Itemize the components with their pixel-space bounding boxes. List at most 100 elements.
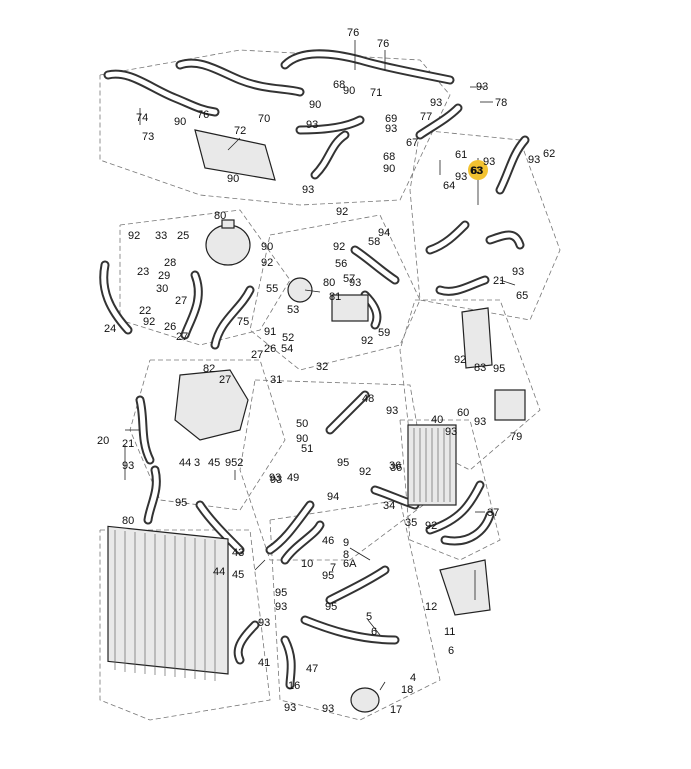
part-label: 93 xyxy=(306,119,318,131)
part-label: 23 xyxy=(137,266,149,278)
engine-block xyxy=(174,369,249,441)
coolant-flange xyxy=(494,389,526,421)
part-label: 9 xyxy=(343,537,349,549)
part-label: 93 xyxy=(385,123,397,135)
part-label: 50 xyxy=(296,418,308,430)
part-label: 77 xyxy=(420,111,432,123)
part-label: 92 xyxy=(333,241,345,253)
part-label: 76 xyxy=(347,27,359,39)
expansion-tank xyxy=(205,224,251,266)
part-label: 6 xyxy=(371,626,377,638)
part-label: 93 xyxy=(122,460,134,472)
part-label: 82 xyxy=(203,363,215,375)
part-label: 36 xyxy=(390,462,402,474)
part-label: 92 xyxy=(261,257,273,269)
part-label: 59 xyxy=(378,327,390,339)
thermostat-housing xyxy=(287,277,313,303)
part-label: 74 xyxy=(136,112,148,124)
part-label: 6A xyxy=(343,558,357,570)
part-label: 43 xyxy=(232,547,244,559)
part-label: 45 xyxy=(232,569,244,581)
part-label: 95 xyxy=(275,587,287,599)
part-label: 40 xyxy=(431,414,443,426)
part-label: 93 xyxy=(476,81,488,93)
part-label: 93 xyxy=(483,156,495,168)
part-label: 94 xyxy=(327,491,339,503)
part-label: 92 xyxy=(128,230,140,242)
part-label: 11 xyxy=(444,626,455,638)
part-label: 10 xyxy=(301,558,313,570)
part-label: 91 xyxy=(264,326,276,338)
part-label: 64 xyxy=(443,180,455,192)
part-label: 12 xyxy=(425,601,437,613)
part-label: 51 xyxy=(301,443,313,455)
part-label: 92 xyxy=(361,335,373,347)
part-label: 4 xyxy=(410,672,416,684)
part-label: 54 xyxy=(281,343,293,355)
part-label: 24 xyxy=(104,323,116,335)
part-label: 31 xyxy=(270,374,282,386)
highlight-circle xyxy=(468,160,488,180)
part-label: 27 xyxy=(219,374,231,386)
part-label: 3 xyxy=(194,457,200,469)
part-label: 26 xyxy=(164,321,176,333)
part-label: 92 xyxy=(454,354,466,366)
part-label: 72 xyxy=(234,125,246,137)
part-label: 93 xyxy=(322,703,334,715)
part-label: 33 xyxy=(155,230,167,242)
part-label: 44 xyxy=(179,457,191,469)
part-label: 36 xyxy=(389,460,401,472)
part-label: 76 xyxy=(197,109,209,121)
part-label: 95 xyxy=(325,601,337,613)
part-label: 93 xyxy=(445,426,457,438)
part-label: 80 xyxy=(323,277,335,289)
part-label: 93 xyxy=(275,601,287,613)
part-label: 41 xyxy=(258,657,270,669)
highlight-63: 63 xyxy=(468,160,488,180)
part-label: 80 xyxy=(214,210,226,222)
part-label: 16 xyxy=(288,680,300,692)
expansion-tank-cap xyxy=(221,219,235,229)
part-label: 32 xyxy=(316,361,328,373)
part-label: 6 xyxy=(448,645,454,657)
part-label: 60 xyxy=(457,407,469,419)
part-label: 25 xyxy=(177,230,189,242)
part-label: 28 xyxy=(164,257,176,269)
part-label: 78 xyxy=(495,97,507,109)
part-label: 93 xyxy=(302,184,314,196)
part-label: 93 xyxy=(349,277,361,289)
part-label: 81 xyxy=(329,291,341,303)
part-label: 49 xyxy=(287,472,299,484)
part-label: 5 xyxy=(366,611,372,623)
part-label: 68 xyxy=(333,79,345,91)
part-label: 90 xyxy=(296,433,308,445)
part-label: 93 xyxy=(270,474,282,486)
part-label: 92 xyxy=(425,520,437,532)
part-label: 93 xyxy=(512,266,524,278)
part-label: 76 xyxy=(377,38,389,50)
part-label: 90 xyxy=(343,85,355,97)
part-label: 21 xyxy=(493,275,505,287)
part-label: 93 xyxy=(430,97,442,109)
part-label: 8 xyxy=(343,549,349,561)
part-label: 53 xyxy=(287,304,299,316)
part-label: 29 xyxy=(158,270,170,282)
part-label: 71 xyxy=(370,87,382,99)
components xyxy=(107,129,526,713)
part-label: 7 xyxy=(330,562,336,574)
coolant-pipe-bracket xyxy=(194,129,276,181)
part-label: 90 xyxy=(309,99,321,111)
part-label: 90 xyxy=(383,163,395,175)
air-duct xyxy=(439,559,491,616)
oil-cooler xyxy=(331,294,369,322)
part-label: 70 xyxy=(258,113,270,125)
part-label: 95 xyxy=(175,497,187,509)
part-label: 94 xyxy=(378,227,390,239)
part-label: 61 xyxy=(455,149,467,161)
part-label: 93 xyxy=(386,405,398,417)
part-label: 69 xyxy=(385,113,397,125)
part-label: 26 xyxy=(264,343,276,355)
part-label: 93 xyxy=(284,702,296,714)
